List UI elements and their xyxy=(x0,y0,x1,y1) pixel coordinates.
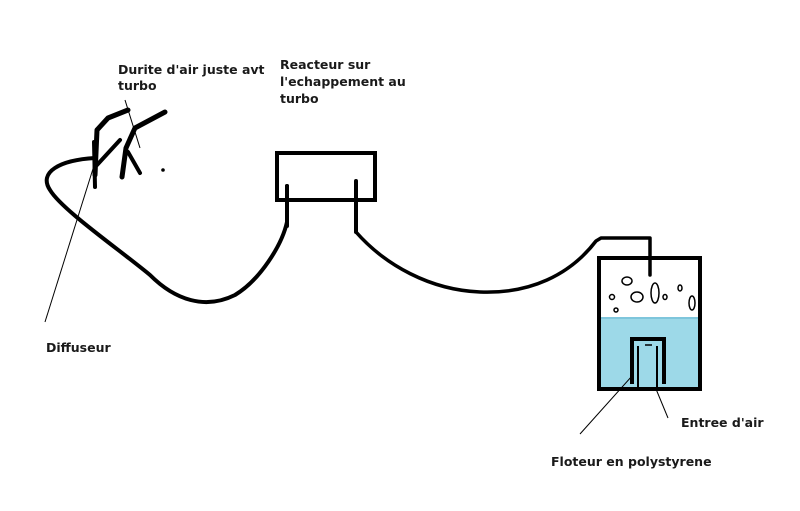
float-body xyxy=(630,337,666,384)
label-floteur: Floteur en polystyrene xyxy=(551,454,712,469)
leader-durite xyxy=(124,99,141,149)
label-reacteur-line-3: turbo xyxy=(280,91,319,106)
bubble xyxy=(662,293,668,301)
label-durite: Durite d'air juste avt turbo xyxy=(118,62,265,94)
air-hose-right-wall xyxy=(119,109,168,180)
leader-floteur xyxy=(579,375,633,435)
hose-reactor-to-bubbler xyxy=(354,230,652,294)
label-durite-line-2: turbo xyxy=(118,78,157,93)
bubble xyxy=(608,293,616,301)
dot-mark xyxy=(161,168,165,172)
bubble xyxy=(650,282,660,304)
label-durite-line-1: Durite d'air juste avt xyxy=(118,62,265,77)
bubbler-container xyxy=(597,256,702,391)
label-reacteur: Reacteur sur l'echappement au turbo xyxy=(280,56,406,107)
hose-diffuser-to-reactor xyxy=(44,156,289,304)
leader-entree-air xyxy=(655,388,669,419)
label-reacteur-line-1: Reacteur sur xyxy=(280,57,371,72)
leader-diffuseur xyxy=(44,155,98,323)
water-fill xyxy=(599,318,700,389)
bubble xyxy=(677,284,683,292)
label-entree-air: Entree d'air xyxy=(681,415,764,430)
reactor-box xyxy=(275,151,377,202)
diffuser-tip-upper xyxy=(95,138,122,167)
bubble xyxy=(613,307,619,313)
bubble xyxy=(621,276,633,286)
label-reacteur-line-2: l'echappement au xyxy=(280,74,406,89)
bubble xyxy=(630,291,644,303)
bubble xyxy=(688,295,696,311)
label-diffuseur: Diffuseur xyxy=(46,340,111,355)
diffuser-tip-lower xyxy=(126,150,142,175)
